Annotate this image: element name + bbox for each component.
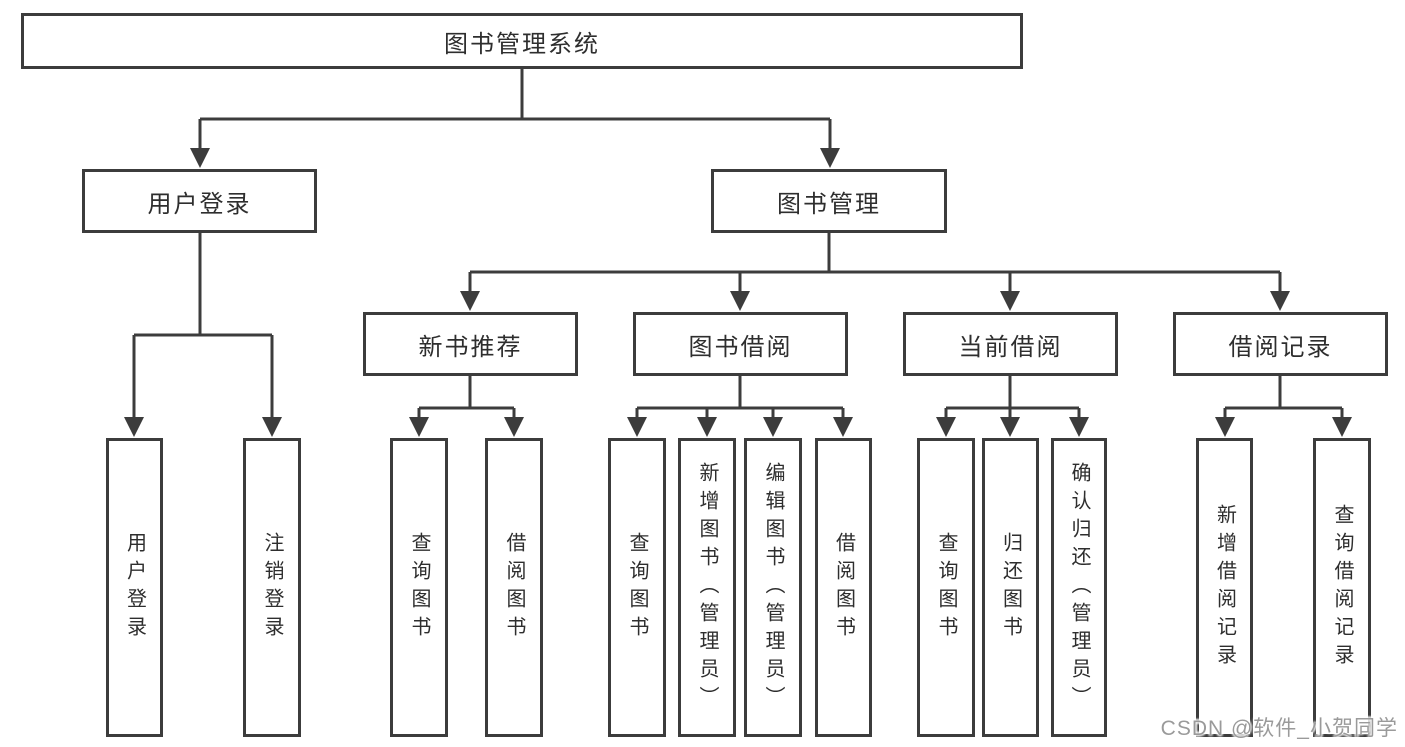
leaf-query-books-1: 查询图书 <box>390 438 448 737</box>
node-current-borrow: 当前借阅 <box>903 312 1118 376</box>
leaf-query-books-3: 查询图书 <box>917 438 975 737</box>
leaf-query-borrow-record: 查询借阅记录 <box>1313 438 1371 737</box>
node-root: 图书管理系统 <box>21 13 1023 69</box>
connector-new-books-bus <box>419 376 514 410</box>
leaf-label: 借阅图书 <box>832 531 855 644</box>
leaf-confirm-return-admin: 确认归还（管理员） <box>1051 438 1107 737</box>
leaf-label: 新增图书（管理员） <box>696 461 718 714</box>
leaf-label: 查询借阅记录 <box>1331 503 1353 672</box>
watermark: CSDN @软件_小贺同学 <box>1160 717 1398 740</box>
leaf-label: 注销登录 <box>261 531 283 644</box>
leaf-query-books-2: 查询图书 <box>608 438 666 737</box>
node-book-mgmt: 图书管理 <box>711 169 947 233</box>
leaf-label: 借阅图书 <box>503 531 525 644</box>
leaf-add-borrow-record: 新增借阅记录 <box>1196 438 1253 737</box>
leaf-logout: 注销登录 <box>243 438 301 737</box>
leaf-add-book-admin: 新增图书（管理员） <box>678 438 736 737</box>
connector-root-bus <box>200 69 830 121</box>
leaf-label: 编辑图书（管理员） <box>762 461 784 714</box>
leaf-label: 归还图书 <box>999 531 1022 644</box>
node-new-books: 新书推荐 <box>363 312 578 376</box>
leaf-user-login: 用户登录 <box>106 438 163 737</box>
connector-book-borrow-bus <box>637 376 843 410</box>
node-user-login: 用户登录 <box>82 169 317 233</box>
leaf-label: 用户登录 <box>123 531 146 644</box>
leaf-label: 查询图书 <box>935 531 957 644</box>
leaf-label: 查询图书 <box>626 531 648 644</box>
connector-book-mgmt-bus <box>470 233 1280 274</box>
leaf-label: 确认归还（管理员） <box>1068 461 1090 714</box>
connector-user-login-bus <box>134 233 272 337</box>
leaf-borrow-books-2: 借阅图书 <box>815 438 872 737</box>
leaf-label: 新增借阅记录 <box>1213 503 1236 672</box>
node-book-borrow: 图书借阅 <box>633 312 848 376</box>
leaf-return-books: 归还图书 <box>982 438 1039 737</box>
leaf-borrow-books-1: 借阅图书 <box>485 438 543 737</box>
connector-borrow-records-bus <box>1225 376 1342 410</box>
node-borrow-records: 借阅记录 <box>1173 312 1388 376</box>
connector-current-borrow-bus <box>946 376 1079 410</box>
leaf-edit-book-admin: 编辑图书（管理员） <box>744 438 802 737</box>
leaf-label: 查询图书 <box>408 531 430 644</box>
